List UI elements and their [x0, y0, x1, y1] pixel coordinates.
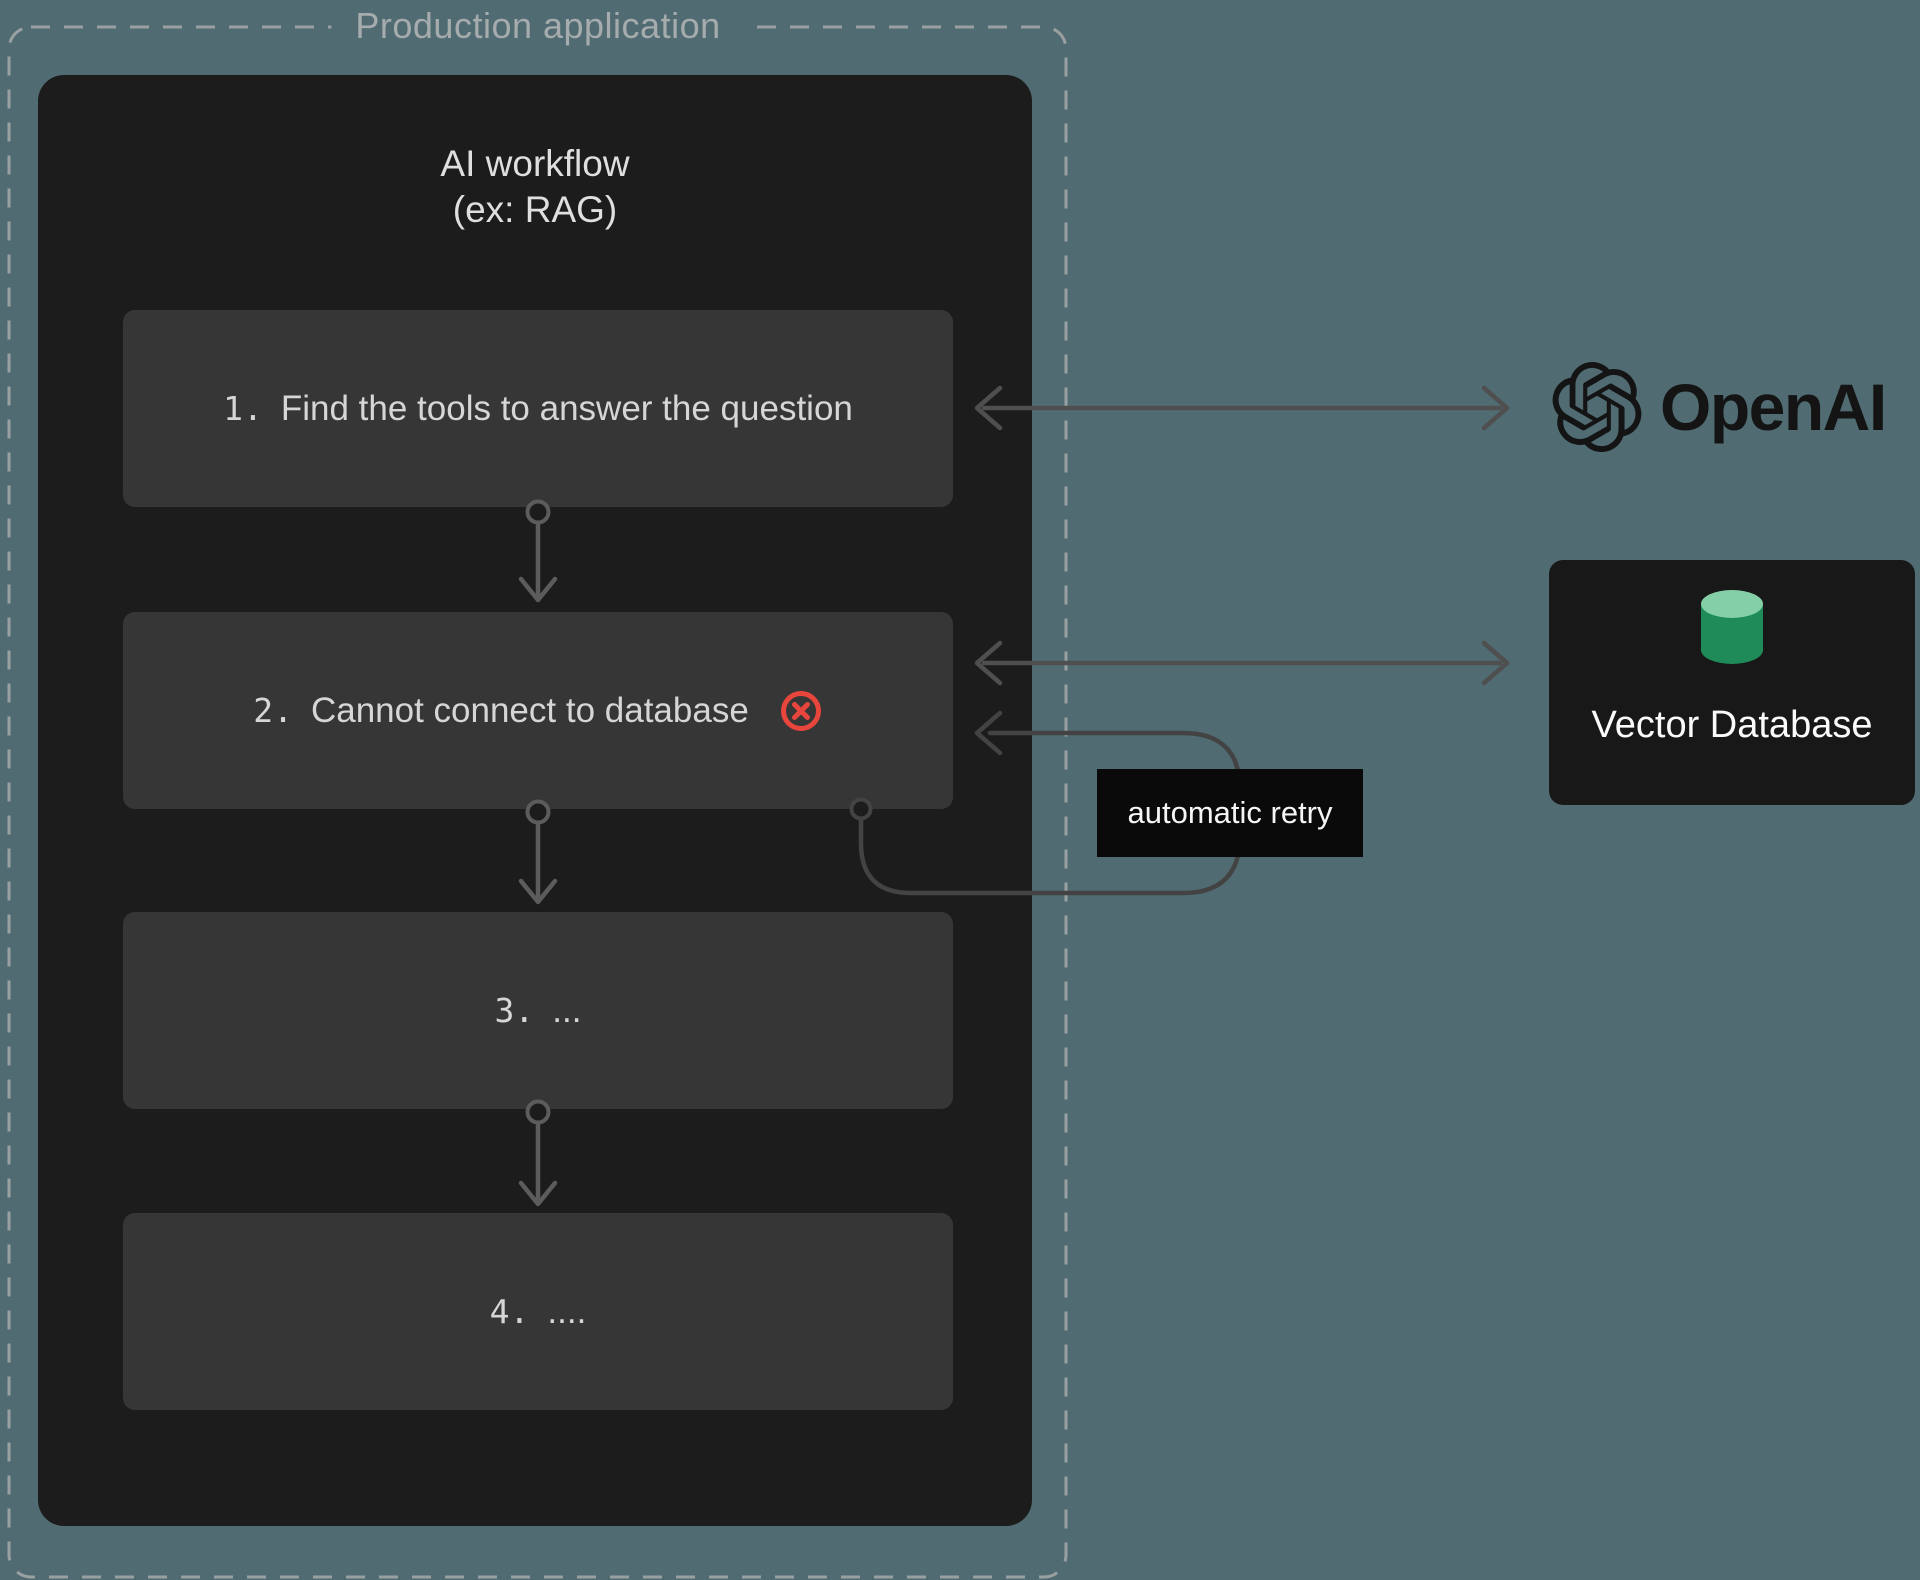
step-number: 2.	[253, 691, 293, 730]
step-number: 4.	[489, 1292, 530, 1331]
vector-database-label: Vector Database	[1591, 704, 1873, 746]
openai-wordmark: OpenAI	[1660, 370, 1887, 444]
workflow-title: AI workflow (ex: RAG)	[38, 141, 1032, 233]
ai-workflow-container: AI workflow (ex: RAG) 1. Find the tools …	[38, 75, 1032, 1526]
step-label: Find the tools to answer the question	[280, 388, 853, 428]
workflow-step-3: 3. ...	[123, 912, 953, 1109]
openai-logo-icon	[1552, 362, 1642, 452]
step-label: Cannot connect to database	[310, 690, 749, 730]
workflow-title-line1: AI workflow	[440, 143, 630, 184]
double-arrow-openai	[974, 385, 1510, 431]
production-application-label: Production application	[331, 4, 745, 48]
workflow-step-2: 2. Cannot connect to database	[123, 612, 953, 809]
workflow-title-line2: (ex: RAG)	[452, 189, 618, 230]
openai-service: OpenAI	[1552, 362, 1887, 452]
workflow-step-1: 1. Find the tools to answer the question	[123, 310, 953, 507]
step-number: 3.	[494, 991, 535, 1030]
workflow-step-4: 4. ....	[123, 1213, 953, 1410]
step-label: ...	[552, 990, 582, 1030]
automatic-retry-badge: automatic retry	[1097, 769, 1363, 857]
error-x-icon	[780, 690, 821, 731]
double-arrow-vectordb	[974, 640, 1510, 686]
step-label: ....	[547, 1291, 587, 1331]
vector-database-card: Vector Database	[1549, 560, 1915, 805]
step-number: 1.	[223, 389, 263, 428]
database-cylinder-icon	[1701, 590, 1763, 664]
